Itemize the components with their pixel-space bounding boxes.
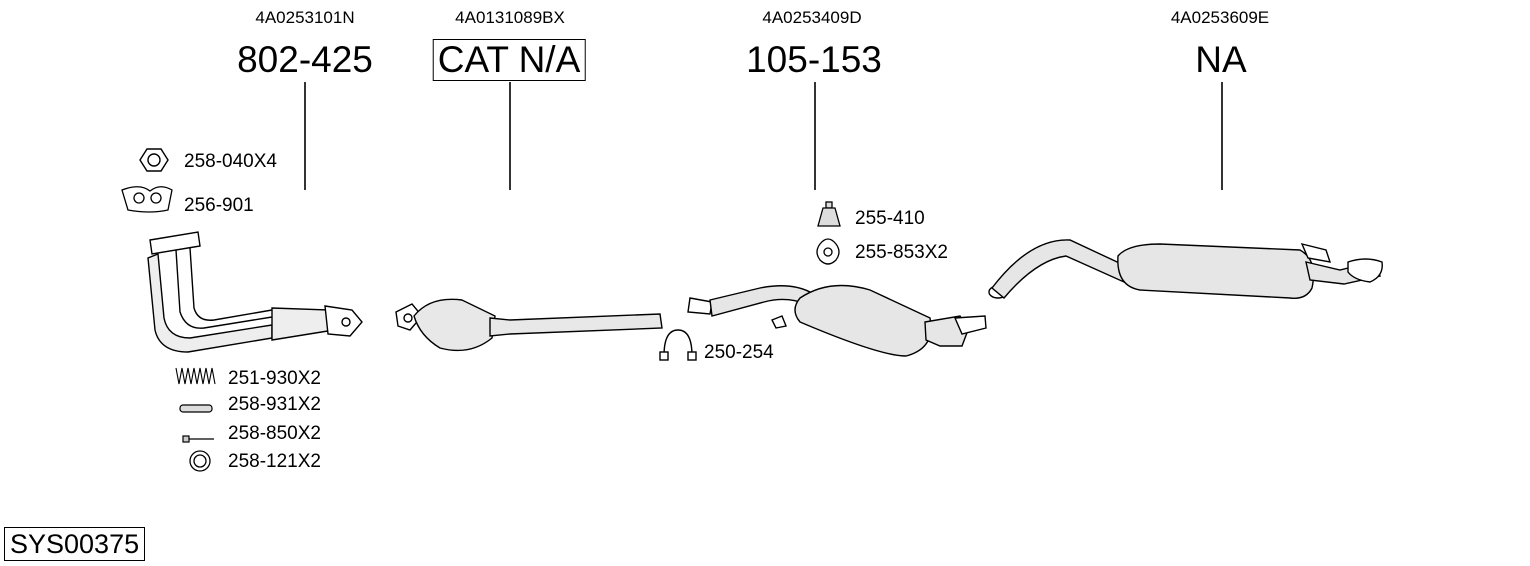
part-number-middle-silencer[interactable]: 105-153	[746, 39, 882, 80]
hanger-label[interactable]: 255-853X2	[855, 242, 948, 263]
hanger-icon	[816, 238, 840, 265]
rear-silencer	[988, 239, 1383, 299]
oem-number-4: 4A0253609E	[1170, 8, 1270, 27]
middle-silencer	[687, 284, 987, 357]
rubber-mount-icon	[817, 201, 841, 227]
sleeve-label[interactable]: 258-931X2	[228, 394, 321, 415]
nut-icon	[139, 148, 169, 172]
rubber-mount-label[interactable]: 255-410	[855, 208, 925, 229]
bolt-icon	[182, 435, 214, 443]
catalytic-converter	[395, 298, 663, 352]
ring-label[interactable]: 258-121X2	[228, 451, 321, 472]
oem-number-3: 4A0253409D	[762, 8, 862, 27]
bolt-label[interactable]: 258-850X2	[228, 423, 321, 444]
clamp-label[interactable]: 250-254	[704, 342, 774, 363]
ring-icon	[189, 450, 211, 472]
spring-icon	[175, 367, 216, 385]
front-pipe	[147, 231, 363, 353]
part-number-catalyst[interactable]: CAT N/A	[432, 39, 586, 81]
sleeve-icon	[179, 404, 213, 413]
clamp-icon	[659, 329, 697, 361]
gasket-label[interactable]: 256-901	[184, 195, 254, 216]
part-number-rear-silencer[interactable]: NA	[1195, 39, 1247, 80]
oem-number-2: 4A0131089BX	[455, 8, 565, 27]
spring-label[interactable]: 251-930X2	[228, 368, 321, 389]
nut-label[interactable]: 258-040X4	[184, 151, 277, 172]
part-number-front-pipe[interactable]: 802-425	[237, 39, 373, 80]
oem-number-1: 4A0253101N	[255, 8, 355, 27]
gasket-icon	[121, 186, 173, 213]
system-code: SYS00375	[4, 527, 146, 561]
